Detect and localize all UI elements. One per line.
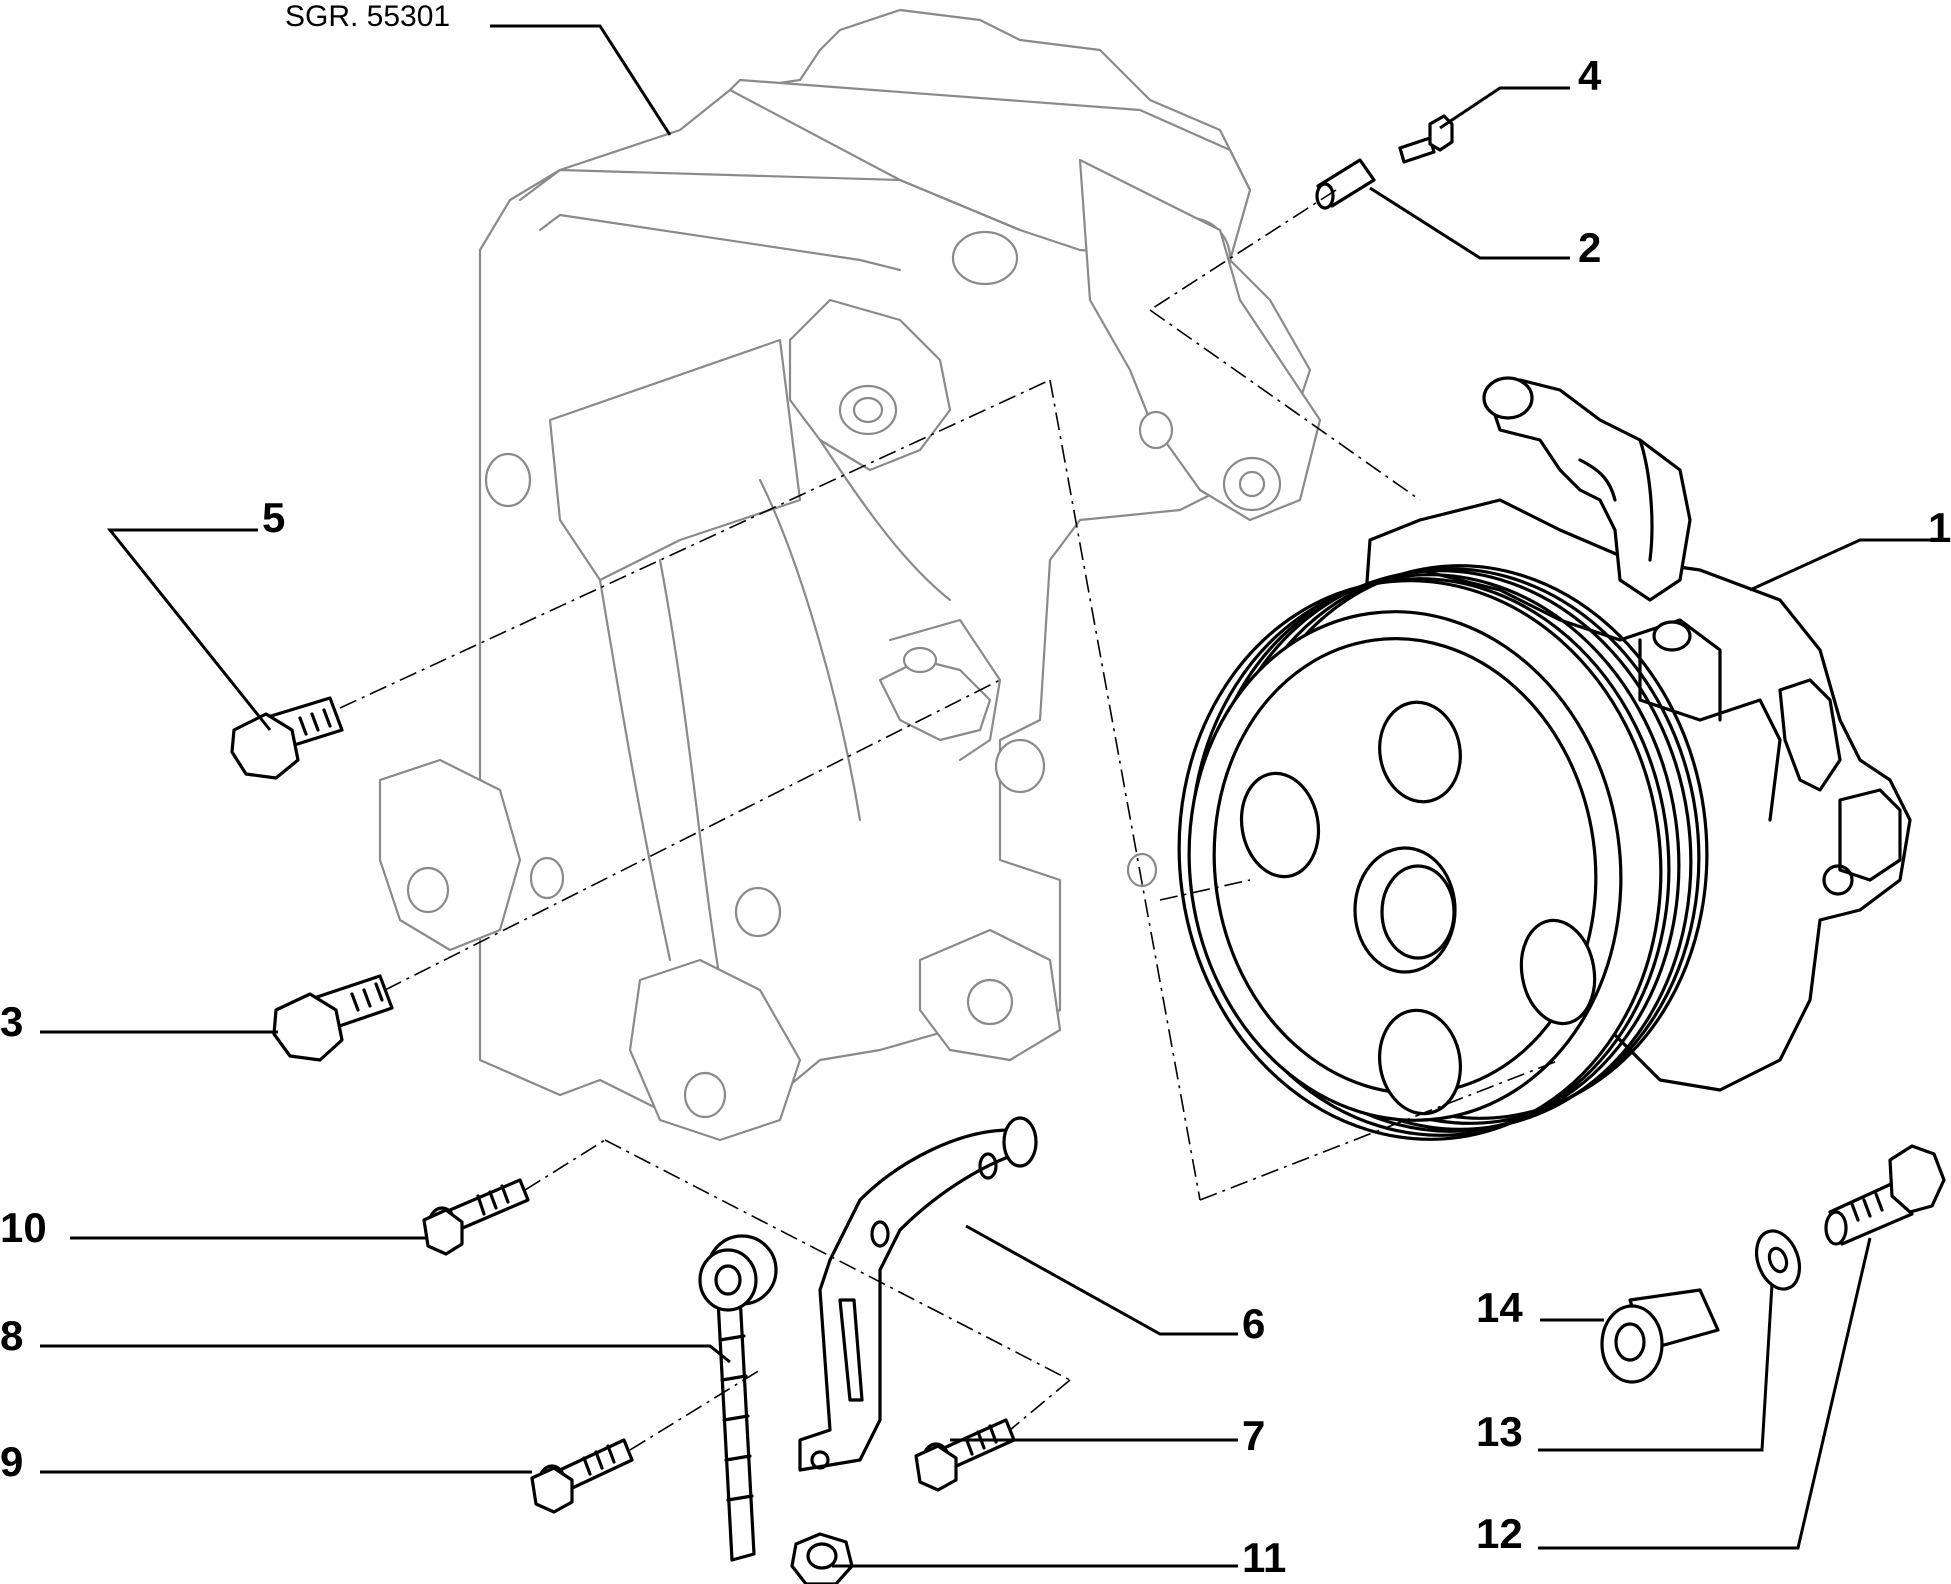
callout-6: 6 [1242, 1300, 1265, 1347]
callout-13: 13 [1476, 1408, 1523, 1455]
eye-bolt-part-8 [698, 1234, 778, 1562]
callout-5: 5 [262, 494, 285, 541]
dowel-pin-part-2 [1315, 158, 1376, 210]
callout-2: 2 [1578, 224, 1601, 271]
leader-lines [40, 24, 1938, 1568]
assembly-axes [339, 189, 1561, 1451]
bushing-part-14 [1600, 1288, 1720, 1384]
flange-bolt-part-9 [530, 1438, 634, 1514]
hex-bolt-part-12 [1824, 1144, 1946, 1246]
hex-bolt-part-5 [230, 696, 344, 780]
mounting-bracket-ghost [378, 8, 1322, 1142]
callout-7: 7 [1242, 1412, 1265, 1459]
screw-part-4 [1398, 114, 1454, 164]
flange-bolt-part-10 [422, 1178, 530, 1256]
washer-part-13 [1754, 1229, 1802, 1291]
callout-9: 9 [0, 1438, 23, 1485]
callout-11: 11 [1242, 1534, 1286, 1581]
flange-bolt-part-7 [914, 1418, 1016, 1492]
callout-10: 10 [0, 1204, 47, 1251]
bracket-strap-part-6 [798, 1116, 1038, 1472]
hex-nut-part-11 [790, 1532, 854, 1584]
callout-1: 1 [1928, 504, 1951, 551]
callout-4: 4 [1578, 52, 1602, 99]
callout-3: 3 [0, 998, 23, 1045]
power-steering-pump [1177, 376, 1912, 1141]
hex-bolt-part-3 [272, 974, 394, 1062]
callout-12: 12 [1476, 1510, 1523, 1557]
callout-8: 8 [0, 1312, 23, 1359]
reference-label: SGR. 55301 [285, 0, 450, 33]
callout-14: 14 [1476, 1284, 1523, 1331]
